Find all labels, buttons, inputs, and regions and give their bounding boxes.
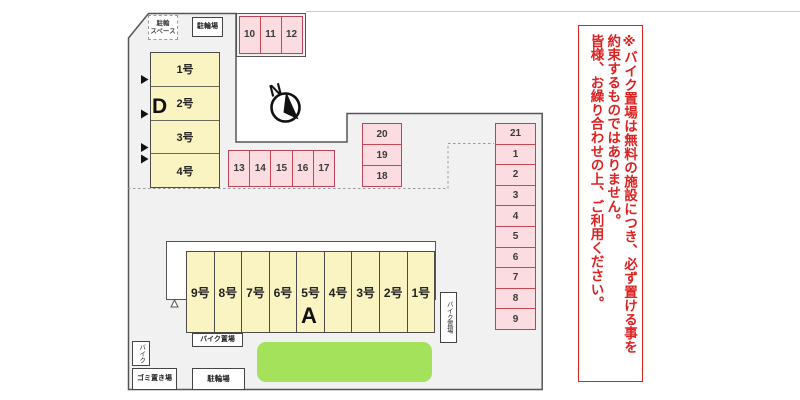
spaces-13-17-group: 13 14 15 16 17 (228, 150, 335, 187)
building-a-unit-4: 4号 (323, 252, 352, 332)
building-a-unit-6: 6号 (268, 252, 297, 332)
parking-space-3: 3 (496, 184, 535, 206)
parking-space-21: 21 (509, 128, 522, 140)
bike-storage-bottom-label: バイク置場 (200, 335, 235, 343)
bike-space-label-line1: 駐輪 (156, 19, 170, 27)
parking-space-11: 11 (259, 16, 281, 53)
notice-line-1: ※バイク置場は無料の施設につき、必ず置ける事を (622, 34, 637, 354)
parking-space-18: 18 (363, 165, 401, 186)
bike-box: バイク (132, 341, 150, 366)
parking-space-16: 16 (291, 151, 313, 186)
building-a-label: A (301, 303, 317, 328)
parking-space-10: 10 (243, 29, 256, 40)
parking-space-17: 17 (312, 151, 334, 186)
notice-line-2: 約束するものではありません。 (605, 34, 621, 228)
building-a: 9号 8号 7号 6号 5号 4号 3号 2号 1号 (186, 251, 435, 333)
spaces-10-12-group: 10 11 12 (238, 15, 303, 54)
bike-storage-side-label: バイク置場 (445, 301, 453, 334)
bicycle-parking-box-bottom: 駐輪場 (192, 368, 245, 390)
parking-space-20: 20 (376, 128, 388, 140)
direction-triangle-icon (141, 154, 149, 164)
building-a-unit-8: 8号 (213, 252, 242, 332)
bicycle-parking-label-top: 駐輪場 (197, 22, 218, 30)
page-top-line (306, 11, 800, 12)
building-a-unit-3: 3号 (351, 252, 379, 332)
parking-space-1: 1 (496, 143, 535, 165)
bicycle-parking-box-top: 駐輪場 (192, 17, 223, 37)
building-d-unit-3: 3号 (151, 119, 219, 154)
direction-triangle-icons (141, 75, 149, 164)
compass-north-icon: N (267, 79, 301, 123)
building-a-unit-7: 7号 (241, 252, 269, 332)
parking-space-12: 12 (280, 16, 302, 53)
direction-triangle-icon (141, 109, 149, 119)
parking-space-2: 2 (496, 164, 535, 185)
building-a-unit-2: 2号 (378, 252, 407, 332)
building-d: 1号 2号 3号 4号 (150, 52, 220, 188)
parking-space-6: 6 (496, 246, 535, 268)
spaces-right-column-group: 21 1 2 3 4 5 6 7 8 9 (495, 123, 536, 330)
driveway-dashed-line (128, 143, 494, 189)
spaces-20-18-group: 20 19 18 (362, 123, 402, 187)
building-d-unit-2: 2号 (151, 85, 219, 120)
parking-space-14: 14 (249, 151, 270, 186)
direction-triangle-icon (141, 75, 149, 84)
notice-line-3: 皆様、お繰り合わせの上、ご利用ください。 (588, 34, 604, 310)
garbage-label: ゴミ置き場 (137, 374, 172, 382)
bike-left-label: バイク (137, 343, 145, 364)
bike-space-box: 駐輪 スペース (148, 15, 178, 40)
direction-triangle-icon (141, 143, 149, 152)
bicycle-parking-label-bottom: 駐輪場 (207, 373, 230, 383)
garbage-box: ゴミ置き場 (132, 368, 177, 390)
building-d-unit-1: 1号 (176, 64, 194, 77)
parking-space-5: 5 (496, 225, 535, 247)
bike-space-label-line2: スペース (150, 27, 176, 35)
parking-space-9: 9 (496, 308, 535, 329)
spaces-10-12-tab: 10 11 12 (236, 13, 306, 57)
bike-storage-side-box: バイク置場 (440, 292, 457, 343)
notice-box: ※バイク置場は無料の施設につき、必ず置ける事を 約束するものではありません。 皆… (578, 25, 643, 382)
building-a-unit-5: 5号 (296, 252, 324, 332)
parking-space-13: 13 (233, 163, 245, 174)
parking-space-8: 8 (496, 287, 535, 309)
parking-space-7: 7 (496, 267, 535, 288)
building-d-label: D (152, 95, 168, 118)
bike-storage-label-box: バイク置場 (192, 333, 243, 347)
corner-triangle-icon (170, 298, 179, 308)
parking-space-19: 19 (363, 144, 401, 165)
green-area (257, 342, 432, 382)
building-a-unit-9: 9号 (190, 285, 210, 300)
building-a-unit-1: 1号 (406, 252, 435, 332)
building-d-unit-4: 4号 (151, 153, 219, 187)
parking-space-4: 4 (496, 205, 535, 226)
parking-space-15: 15 (270, 151, 291, 186)
